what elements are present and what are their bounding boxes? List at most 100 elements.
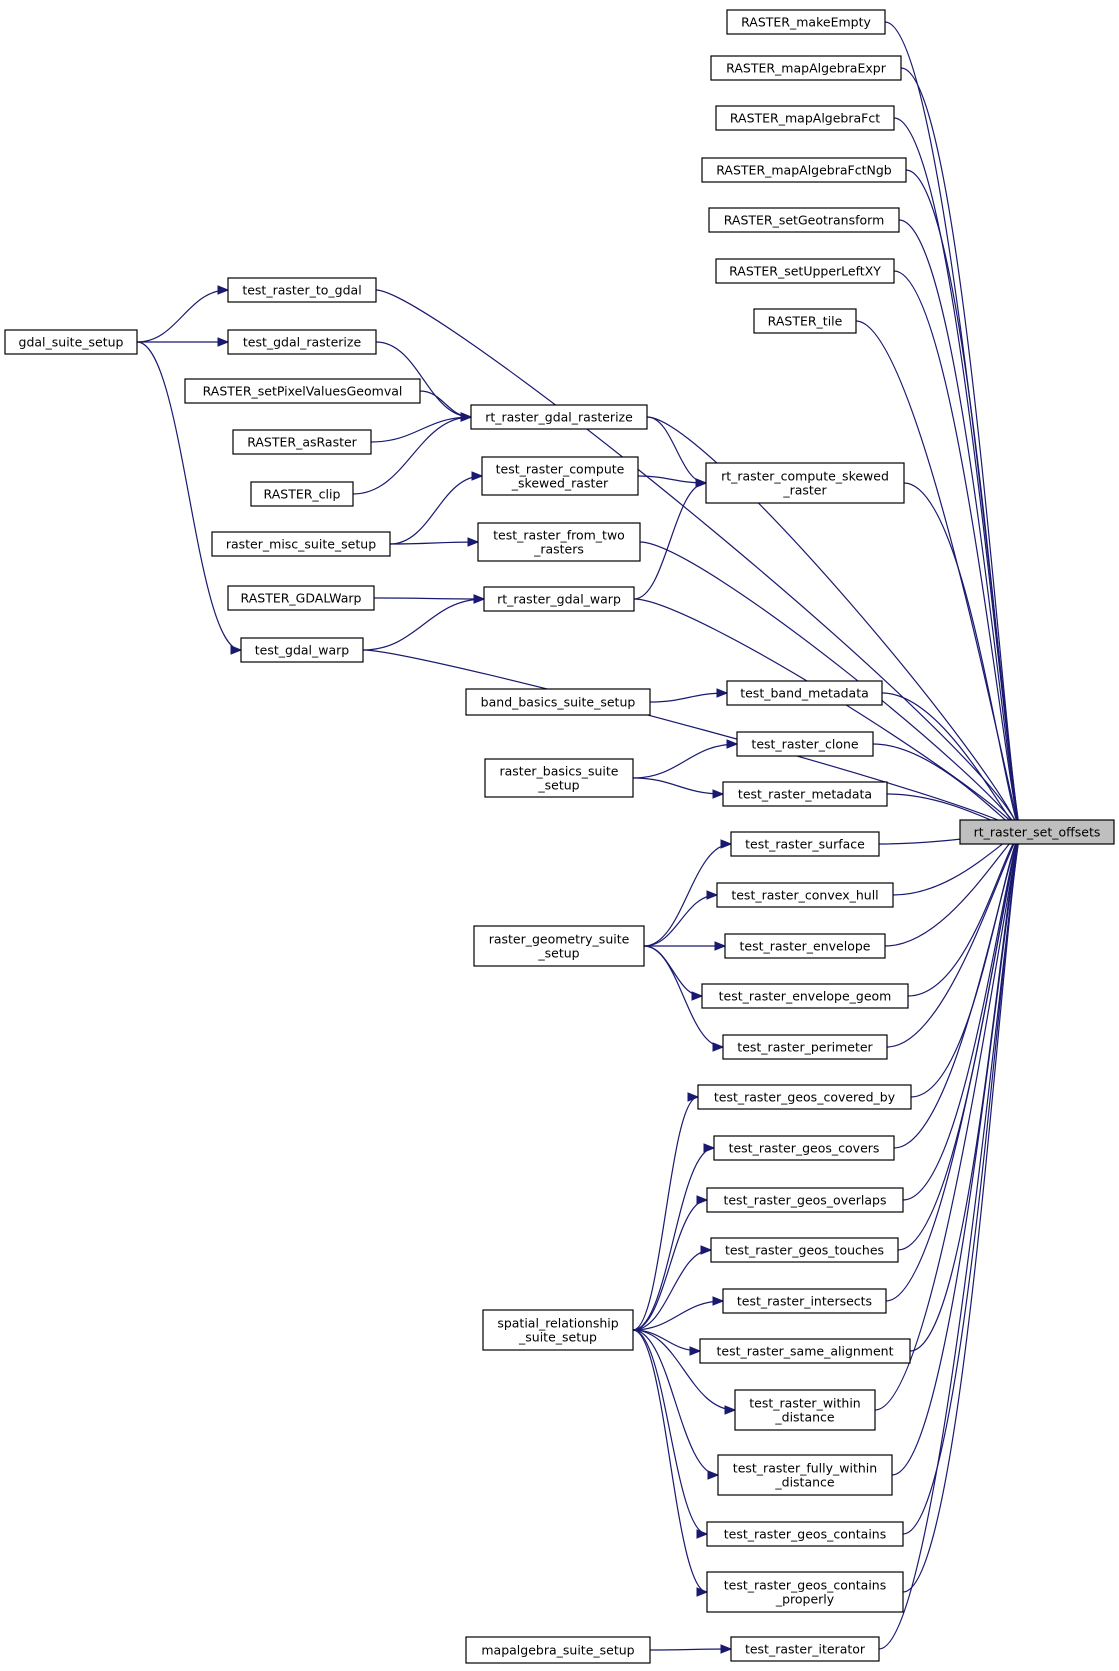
edge-spatialSuite-coveredBy-arrowhead [687,1092,700,1102]
edge-path-fullyWithin-target [891,831,1021,1476]
node-convexHull[interactable]: test_raster_convex_hull [716,882,894,908]
target-node[interactable]: rt_raster_set_offsets [959,819,1115,845]
node-contains[interactable]: test_raster_geos_contains [706,1521,904,1547]
node-label: RASTER_asRaster [247,435,357,450]
node-label: spatial_relationship [497,1316,618,1331]
edge-geometrySuite-perimeter-arrowhead [712,1042,725,1052]
node-coveredBy[interactable]: test_raster_geos_covered_by [697,1084,912,1110]
node-label: test_raster_surface [745,837,865,852]
node-box [184,378,421,404]
node-rasterBasicsSuite[interactable]: raster_basics_suite_setup [484,758,634,798]
node-asRaster[interactable]: RASTER_asRaster [232,429,372,455]
node-label: _distance [774,1475,835,1490]
edge-path-rtGdalRasterize-target [646,416,1021,833]
node-label: RASTER_setPixelValuesGeomval [203,384,403,399]
node-rasterClone[interactable]: test_raster_clone [736,731,874,757]
node-bandBasicsSuite[interactable]: band_basics_suite_setup [465,688,651,716]
edge-spatialSuite-covers-arrowhead [703,1143,716,1153]
edge-gdalSuite-to-toGdal [136,285,230,343]
edge-path-iterator-target [878,831,1021,1650]
node-sameAlignment[interactable]: test_raster_same_alignment [699,1338,911,1364]
node-containsProperly[interactable]: test_raster_geos_contains_properly [706,1571,904,1613]
node-gdalSuite[interactable]: gdal_suite_setup [4,329,138,355]
edge-path-perimeter-target [886,831,1021,1048]
node-box [706,1187,904,1213]
edge-path-geometrySuite-rasterSurface [643,843,732,947]
node-rtGdalWarp[interactable]: rt_raster_gdal_warp [483,586,635,612]
edge-spatialSuite-containsProperly-arrowhead [696,1587,709,1597]
node-setUpperLeftXY[interactable]: RASTER_setUpperLeftXY [715,258,895,284]
node-setPixelValuesGeomval[interactable]: RASTER_setPixelValuesGeomval [184,378,421,404]
node-label: test_raster_geos_contains [724,1578,887,1593]
node-envelopeGeom[interactable]: test_raster_envelope_geom [701,983,909,1009]
node-box [710,1237,899,1263]
node-tile[interactable]: RASTER_tile [753,308,857,334]
node-covers[interactable]: test_raster_geos_covers [713,1135,895,1161]
node-touches[interactable]: test_raster_geos_touches [710,1237,899,1263]
node-label: test_raster_from_two [493,528,625,543]
nodes-layer: rt_raster_set_offsets RASTER_makeEmptyRAS… [4,9,1115,1664]
node-rtGdalRasterize[interactable]: rt_raster_gdal_rasterize [470,404,648,430]
edge-path-setPixelValuesGeomval-rtGdalRasterize [419,390,472,418]
edge-miscSuite-testComputeSkewed-arrowhead [471,471,484,481]
edge-path-intersects-target [885,831,1021,1302]
edge-mapalgebraSuite-to-iterator [649,1644,733,1654]
edge-path-rtComputeSkewed-target [903,482,1021,833]
node-envelope[interactable]: test_raster_envelope [724,933,886,959]
node-fullyWithin[interactable]: test_raster_fully_within_distance [717,1454,893,1496]
node-withinDistance[interactable]: test_raster_within_distance [734,1389,876,1431]
node-box [477,522,641,562]
node-bandMetadata[interactable]: test_band_metadata [726,680,883,706]
node-mapAlgebraFctNgb[interactable]: RASTER_mapAlgebraFctNgb [701,157,907,183]
node-mapAlgebraFct[interactable]: RASTER_mapAlgebraFct [715,105,895,131]
edge-geometrySuite-to-envelope [644,941,727,951]
node-gdalWarpRaster[interactable]: RASTER_GDALWarp [227,585,375,611]
node-label: _skewed_raster [511,476,609,491]
node-testComputeSkewed[interactable]: test_raster_compute_skewed_raster [481,456,639,496]
node-label: _setup [537,946,579,961]
edge-path-covers-target [893,831,1021,1149]
node-intersects[interactable]: test_raster_intersects [722,1288,887,1314]
edge-path-envelopeGeom-target [907,831,1021,997]
node-rtComputeSkewed[interactable]: rt_raster_compute_skewed_raster [705,462,905,504]
node-mapAlgebraExpr[interactable]: RASTER_mapAlgebraExpr [710,55,902,81]
edge-makeEmpty-to-target [884,21,1023,834]
node-box [722,781,888,807]
node-box [701,157,907,183]
node-spatialSuite[interactable]: spatial_relationship_suite_setup [482,1309,634,1351]
node-box [722,1034,888,1060]
node-box [706,1521,904,1547]
node-rasterMetadata[interactable]: test_raster_metadata [722,781,888,807]
node-label: test_raster_within [749,1396,860,1411]
node-miscSuite[interactable]: raster_misc_suite_setup [211,531,391,557]
edge-path-withinDistance-target [874,831,1021,1411]
node-box [465,1636,651,1664]
edge-path-rasterClone-target [872,743,1021,833]
node-clip[interactable]: RASTER_clip [250,481,354,507]
edge-tile-to-target [855,320,1022,834]
node-fromTwo[interactable]: test_raster_from_two_rasters [477,522,641,562]
edge-path-testGdalWarp-target [362,649,1021,833]
node-label: rt_raster_set_offsets [974,825,1101,840]
edge-path-tile-target [855,320,1021,833]
node-setGeotransform[interactable]: RASTER_setGeotransform [708,207,900,233]
node-testGdalWarp[interactable]: test_gdal_warp [240,637,364,663]
node-overlaps[interactable]: test_raster_geos_overlaps [706,1187,904,1213]
edge-path-mapAlgebraFctNgb-target [905,169,1021,833]
node-mapalgebraSuite[interactable]: mapalgebra_suite_setup [465,1636,651,1664]
edge-miscSuite-fromTwo-arrowhead [467,537,480,547]
node-geometrySuite[interactable]: raster_geometry_suite_setup [473,925,645,967]
node-label: raster_geometry_suite [489,932,630,947]
edge-spatialSuite-touches-arrowhead [700,1245,713,1255]
node-perimeter[interactable]: test_raster_perimeter [722,1034,888,1060]
edge-path-spatialSuite-containsProperly [632,1329,708,1593]
edge-spatialSuite-withinDistance-arrowhead [724,1405,737,1415]
edge-spatialSuite-to-intersects [632,1296,725,1331]
node-makeEmpty[interactable]: RASTER_makeEmpty [726,9,886,35]
node-gdalRasterizeTest[interactable]: test_gdal_rasterize [227,329,377,355]
node-box [699,1338,911,1364]
node-toGdal[interactable]: test_raster_to_gdal [227,277,377,303]
node-iterator[interactable]: test_raster_iterator [730,1636,880,1662]
node-label: _setup [537,778,579,793]
node-rasterSurface[interactable]: test_raster_surface [730,831,880,857]
